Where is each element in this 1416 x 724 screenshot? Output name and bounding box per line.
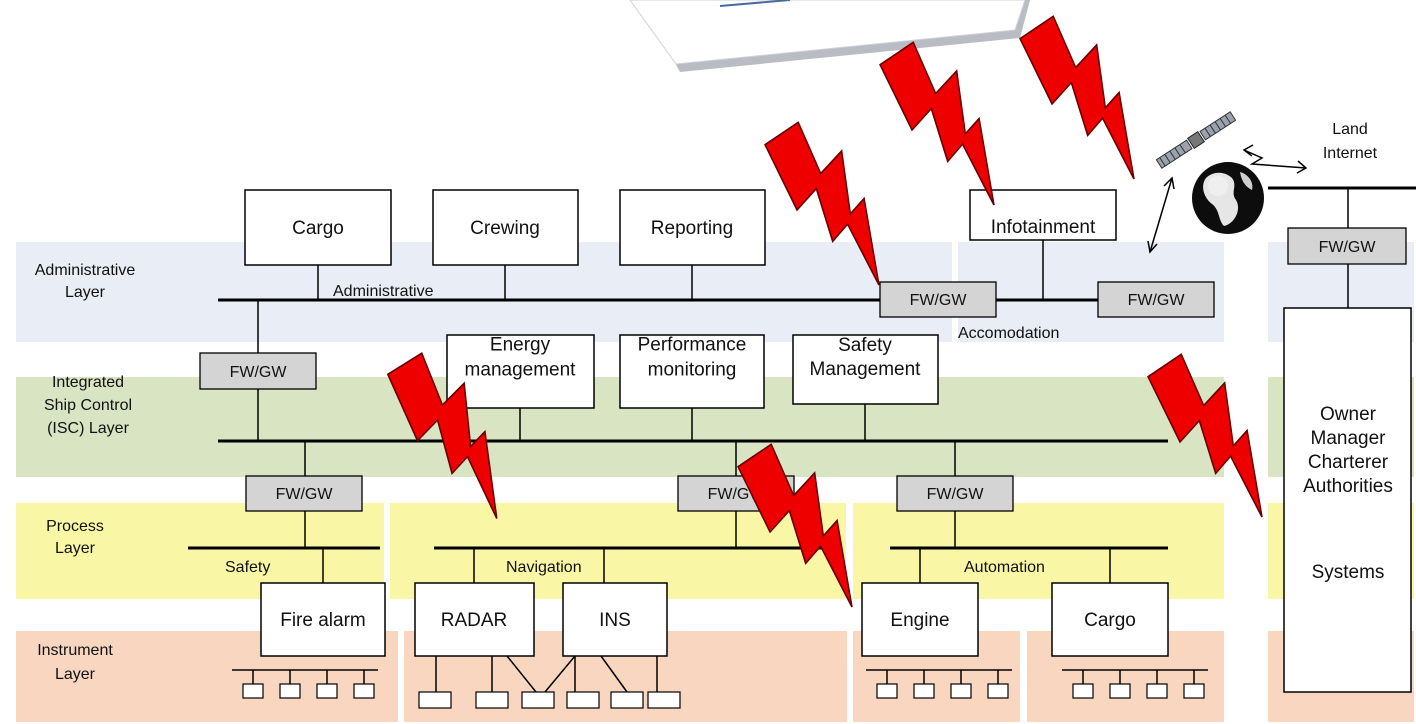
process-system-cargo-label: Cargo — [1084, 610, 1136, 631]
automation-network-label: Automation — [964, 559, 1045, 576]
globe-icon — [1192, 162, 1264, 234]
process-system-engine[interactable]: Engine — [861, 582, 979, 657]
sensor-device — [418, 691, 452, 709]
gateway-admin-accommodation[interactable]: FW/GW — [879, 281, 997, 318]
sensor-device — [1146, 683, 1168, 699]
sensor-device — [876, 683, 898, 699]
lightning-bolt-icon — [764, 121, 880, 286]
sensor-device — [279, 683, 301, 699]
admin-system-cargo[interactable]: Cargo — [244, 189, 392, 266]
gateway-safety[interactable]: FW/GW — [245, 475, 363, 512]
admin-system-crewing-label: Crewing — [470, 218, 540, 239]
sensor-device — [475, 691, 509, 709]
admin-system-infotainment-label: Infotainment — [991, 217, 1096, 238]
process-system-fire-alarm[interactable]: Fire alarm — [260, 582, 386, 657]
gateway-label: FW/GW — [1128, 292, 1186, 309]
process-system-radar[interactable]: RADAR — [414, 582, 535, 657]
lightning-bolt-icon — [879, 41, 995, 206]
sensor-device — [1109, 683, 1131, 699]
instrument-bus-navigation — [418, 655, 681, 709]
sensor-device — [987, 683, 1009, 699]
gateway-label: FW/GW — [1319, 239, 1377, 256]
shore-systems-label: Systems — [1312, 562, 1385, 583]
instrument-bus-cargo — [1062, 669, 1208, 699]
admin-system-reporting[interactable]: Reporting — [619, 189, 766, 266]
process-system-ins-label: INS — [599, 610, 631, 631]
sensor-device — [647, 691, 681, 709]
process-system-ins[interactable]: INS — [562, 582, 668, 657]
lightning-bolt-icon — [737, 443, 853, 608]
admin-system-infotainment[interactable]: Infotainment — [969, 189, 1117, 241]
gateway-admin-isc[interactable]: FW/GW — [199, 352, 317, 390]
gateway-label: FW/GW — [276, 486, 334, 503]
process-system-fire-alarm-label: Fire alarm — [280, 610, 366, 631]
gateway-shore[interactable]: FW/GW — [1287, 227, 1407, 265]
sensor-device — [316, 683, 338, 699]
sensor-device — [610, 691, 644, 709]
connectors — [257, 188, 1349, 583]
admin-system-reporting-label: Reporting — [651, 218, 733, 239]
admin-system-crewing[interactable]: Crewing — [432, 189, 579, 266]
lightning-bolt-icon — [1147, 353, 1263, 518]
sensor-device — [950, 683, 972, 699]
lightning-bolt-icon — [1019, 15, 1135, 180]
gateway-label: FW/GW — [910, 292, 968, 309]
gateway-label: FW/GW — [230, 364, 288, 381]
lightning-bolt-icon — [386, 351, 498, 519]
sensor-device — [353, 683, 375, 699]
instrument-bus-engine — [866, 669, 1012, 699]
gateway-label: FW/GW — [927, 486, 985, 503]
document-icon — [629, 0, 1030, 72]
sensor-device — [242, 683, 264, 699]
process-system-cargo[interactable]: Cargo — [1051, 582, 1169, 657]
accommodation-network-label: Accomodation — [958, 325, 1059, 342]
process-system-engine-label: Engine — [890, 610, 949, 631]
safety-network-label: Safety — [225, 559, 270, 576]
instrument-bus-fire-alarm — [232, 669, 378, 699]
satellite-icon — [1155, 111, 1237, 169]
sensor-device — [521, 691, 555, 709]
sensor-device — [566, 691, 600, 709]
sensor-device — [1183, 683, 1205, 699]
link-arrows — [1147, 144, 1308, 254]
gateway-accommodation-satellite[interactable]: FW/GW — [1097, 281, 1215, 318]
sensor-device — [1072, 683, 1094, 699]
navigation-network-label: Navigation — [506, 559, 582, 576]
sensor-device — [913, 683, 935, 699]
gateway-automation[interactable]: FW/GW — [896, 475, 1014, 512]
administrative-network-label: Administrative — [333, 283, 434, 300]
admin-system-cargo-label: Cargo — [292, 218, 344, 239]
process-system-radar-label: RADAR — [441, 610, 508, 631]
